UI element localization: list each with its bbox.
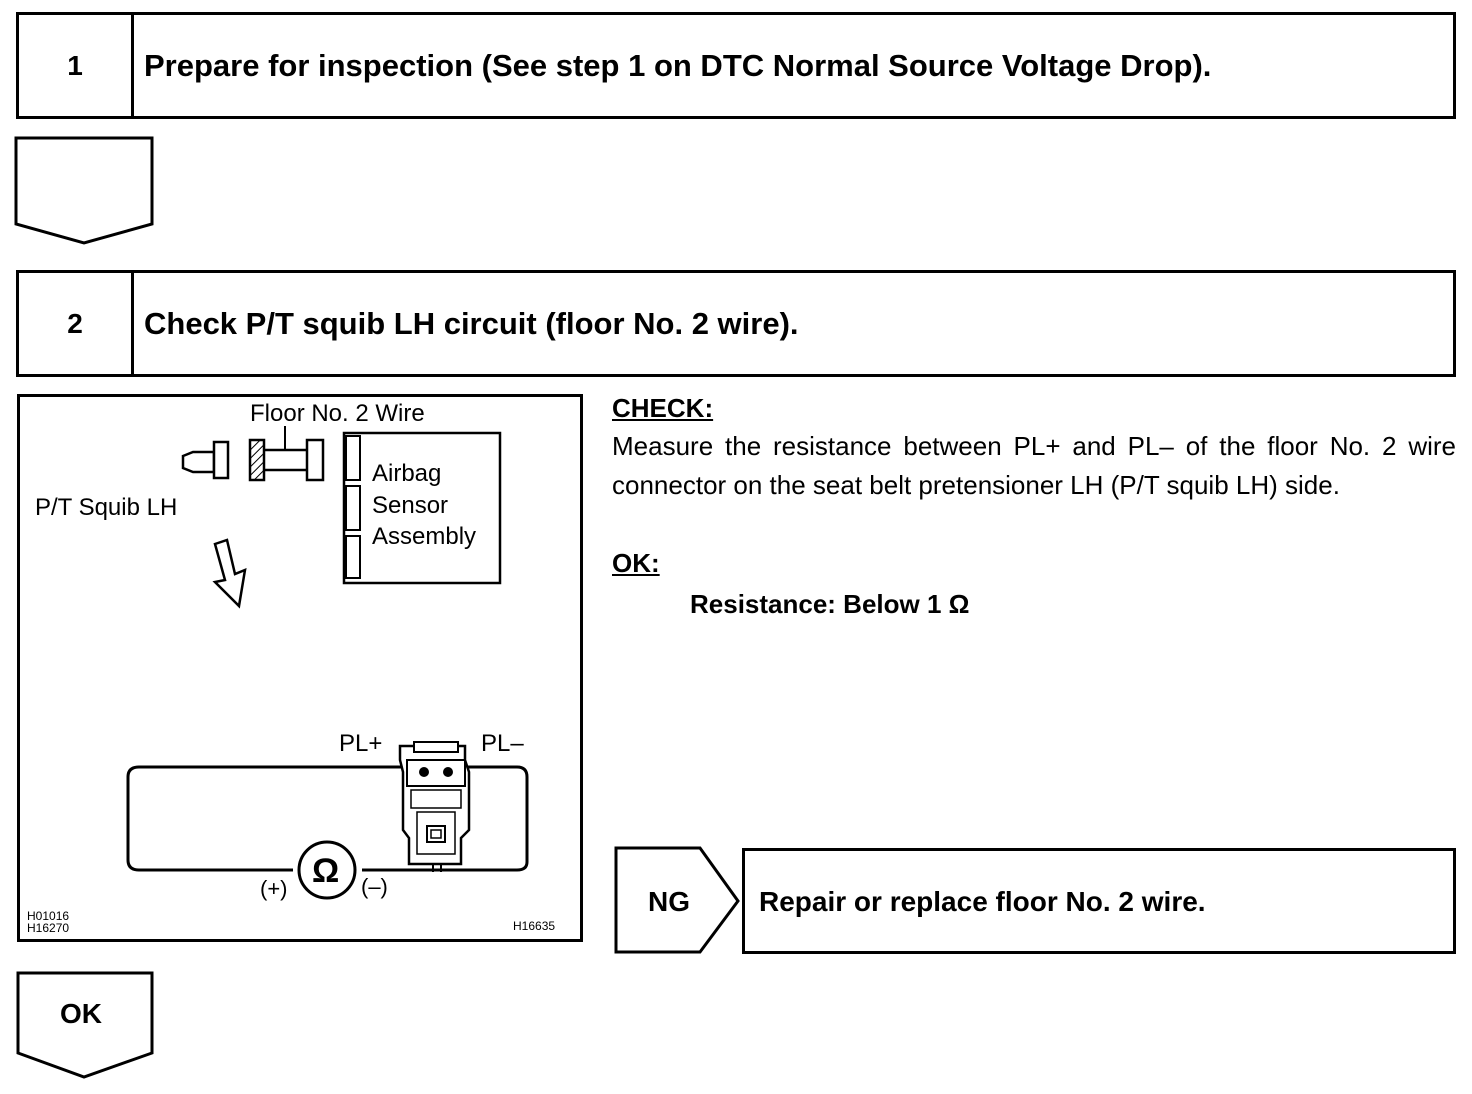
diagram-code-right: H16635 [513, 919, 556, 933]
diagram-drawing [17, 394, 583, 942]
ng-arrow [614, 846, 740, 954]
pl-plus-label: PL+ [339, 730, 383, 757]
diagram-code-left-2: H16270 [27, 921, 70, 935]
step-1-number: 1 [19, 15, 134, 116]
airbag-label-line-1: Airbag [372, 460, 442, 487]
ok-flow-arrow [16, 971, 154, 1079]
squib-label: P/T Squib LH [35, 494, 178, 521]
ohm-meter-symbol: Ω [312, 852, 340, 890]
ng-result-box: Repair or replace floor No. 2 wire. [742, 848, 1456, 954]
meter-plus-label: (+) [260, 876, 288, 901]
diagram-code-left-1: H01016 [27, 909, 70, 923]
ok-heading: OK: [612, 548, 660, 578]
ng-result-text: Repair or replace floor No. 2 wire. [759, 886, 1206, 917]
wiring-diagram: Floor No. 2 Wire P/T Squib LH Airbag Sen… [17, 394, 583, 942]
meter-minus-label: (–) [361, 874, 388, 899]
airbag-label-line-2: Sensor [372, 492, 449, 519]
ng-label: NG [648, 886, 690, 917]
step-1-title: Prepare for inspection (See step 1 on DT… [144, 47, 1212, 83]
ok-criteria: Resistance: Below 1 Ω [690, 589, 970, 619]
step-2-number: 2 [19, 273, 134, 374]
flow-arrow-1 [14, 136, 154, 245]
airbag-label-line-3: Assembly [372, 523, 477, 550]
check-description: Measure the resistance between PL+ and P… [612, 431, 1456, 500]
step-1-box: 1 Prepare for inspection (See step 1 on … [16, 12, 1456, 119]
floor-wire-label: Floor No. 2 Wire [250, 400, 425, 427]
step-2-title: Check P/T squib LH circuit (floor No. 2 … [144, 305, 799, 341]
pl-minus-label: PL– [481, 730, 524, 757]
ok-flow-label: OK [60, 998, 102, 1029]
step-2-box: 2 Check P/T squib LH circuit (floor No. … [16, 270, 1456, 377]
check-heading: CHECK: [612, 393, 714, 423]
